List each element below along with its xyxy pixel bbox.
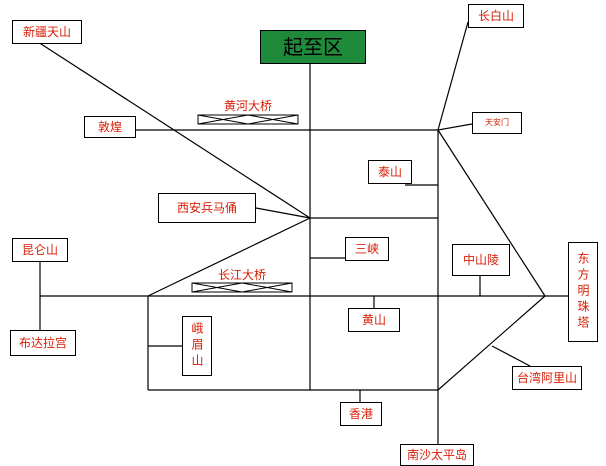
route-line bbox=[437, 21, 469, 131]
node-emei-mountain[interactable]: 峨眉山 bbox=[182, 316, 212, 376]
node-xian-terracotta[interactable]: 西安兵马俑 bbox=[158, 193, 256, 223]
node-tiananmen[interactable]: 天安门 bbox=[472, 112, 522, 134]
node-potala-palace[interactable]: 布达拉宫 bbox=[10, 330, 76, 356]
node-huangshan[interactable]: 黄山 bbox=[348, 308, 400, 332]
node-sun-yatsen-mausoleum[interactable]: 中山陵 bbox=[452, 244, 510, 276]
route-line bbox=[147, 217, 311, 297]
route-line bbox=[437, 295, 546, 391]
node-three-gorges[interactable]: 三峡 bbox=[345, 237, 389, 261]
route-line bbox=[491, 345, 531, 367]
route-line bbox=[437, 129, 546, 297]
yangtze-river-bridge-label: 长江大桥 bbox=[218, 268, 267, 282]
route-line bbox=[37, 41, 311, 219]
node-nansha-taiping-island[interactable]: 南沙太平岛 bbox=[400, 444, 474, 466]
node-xinjiang-tianshan[interactable]: 新疆天山 bbox=[12, 20, 82, 44]
yellow-river-bridge bbox=[197, 114, 299, 125]
route-line bbox=[255, 207, 311, 219]
node-hong-kong[interactable]: 香港 bbox=[340, 402, 382, 426]
node-taiwan-alishan[interactable]: 台湾阿里山 bbox=[512, 366, 582, 390]
node-changbai-mountain[interactable]: 长白山 bbox=[468, 4, 524, 28]
node-oriental-pearl-tower[interactable]: 东方明珠塔 bbox=[568, 242, 598, 342]
node-dunhuang[interactable]: 敦煌 bbox=[84, 116, 136, 138]
yellow-river-bridge-label: 黄河大桥 bbox=[224, 99, 273, 113]
start-box[interactable]: 起至区 bbox=[260, 30, 366, 64]
route-line bbox=[437, 123, 473, 131]
node-taishan[interactable]: 泰山 bbox=[368, 160, 412, 184]
yangtze-river-bridge bbox=[191, 282, 293, 293]
node-kunlun-mountain[interactable]: 昆仑山 bbox=[12, 238, 68, 262]
